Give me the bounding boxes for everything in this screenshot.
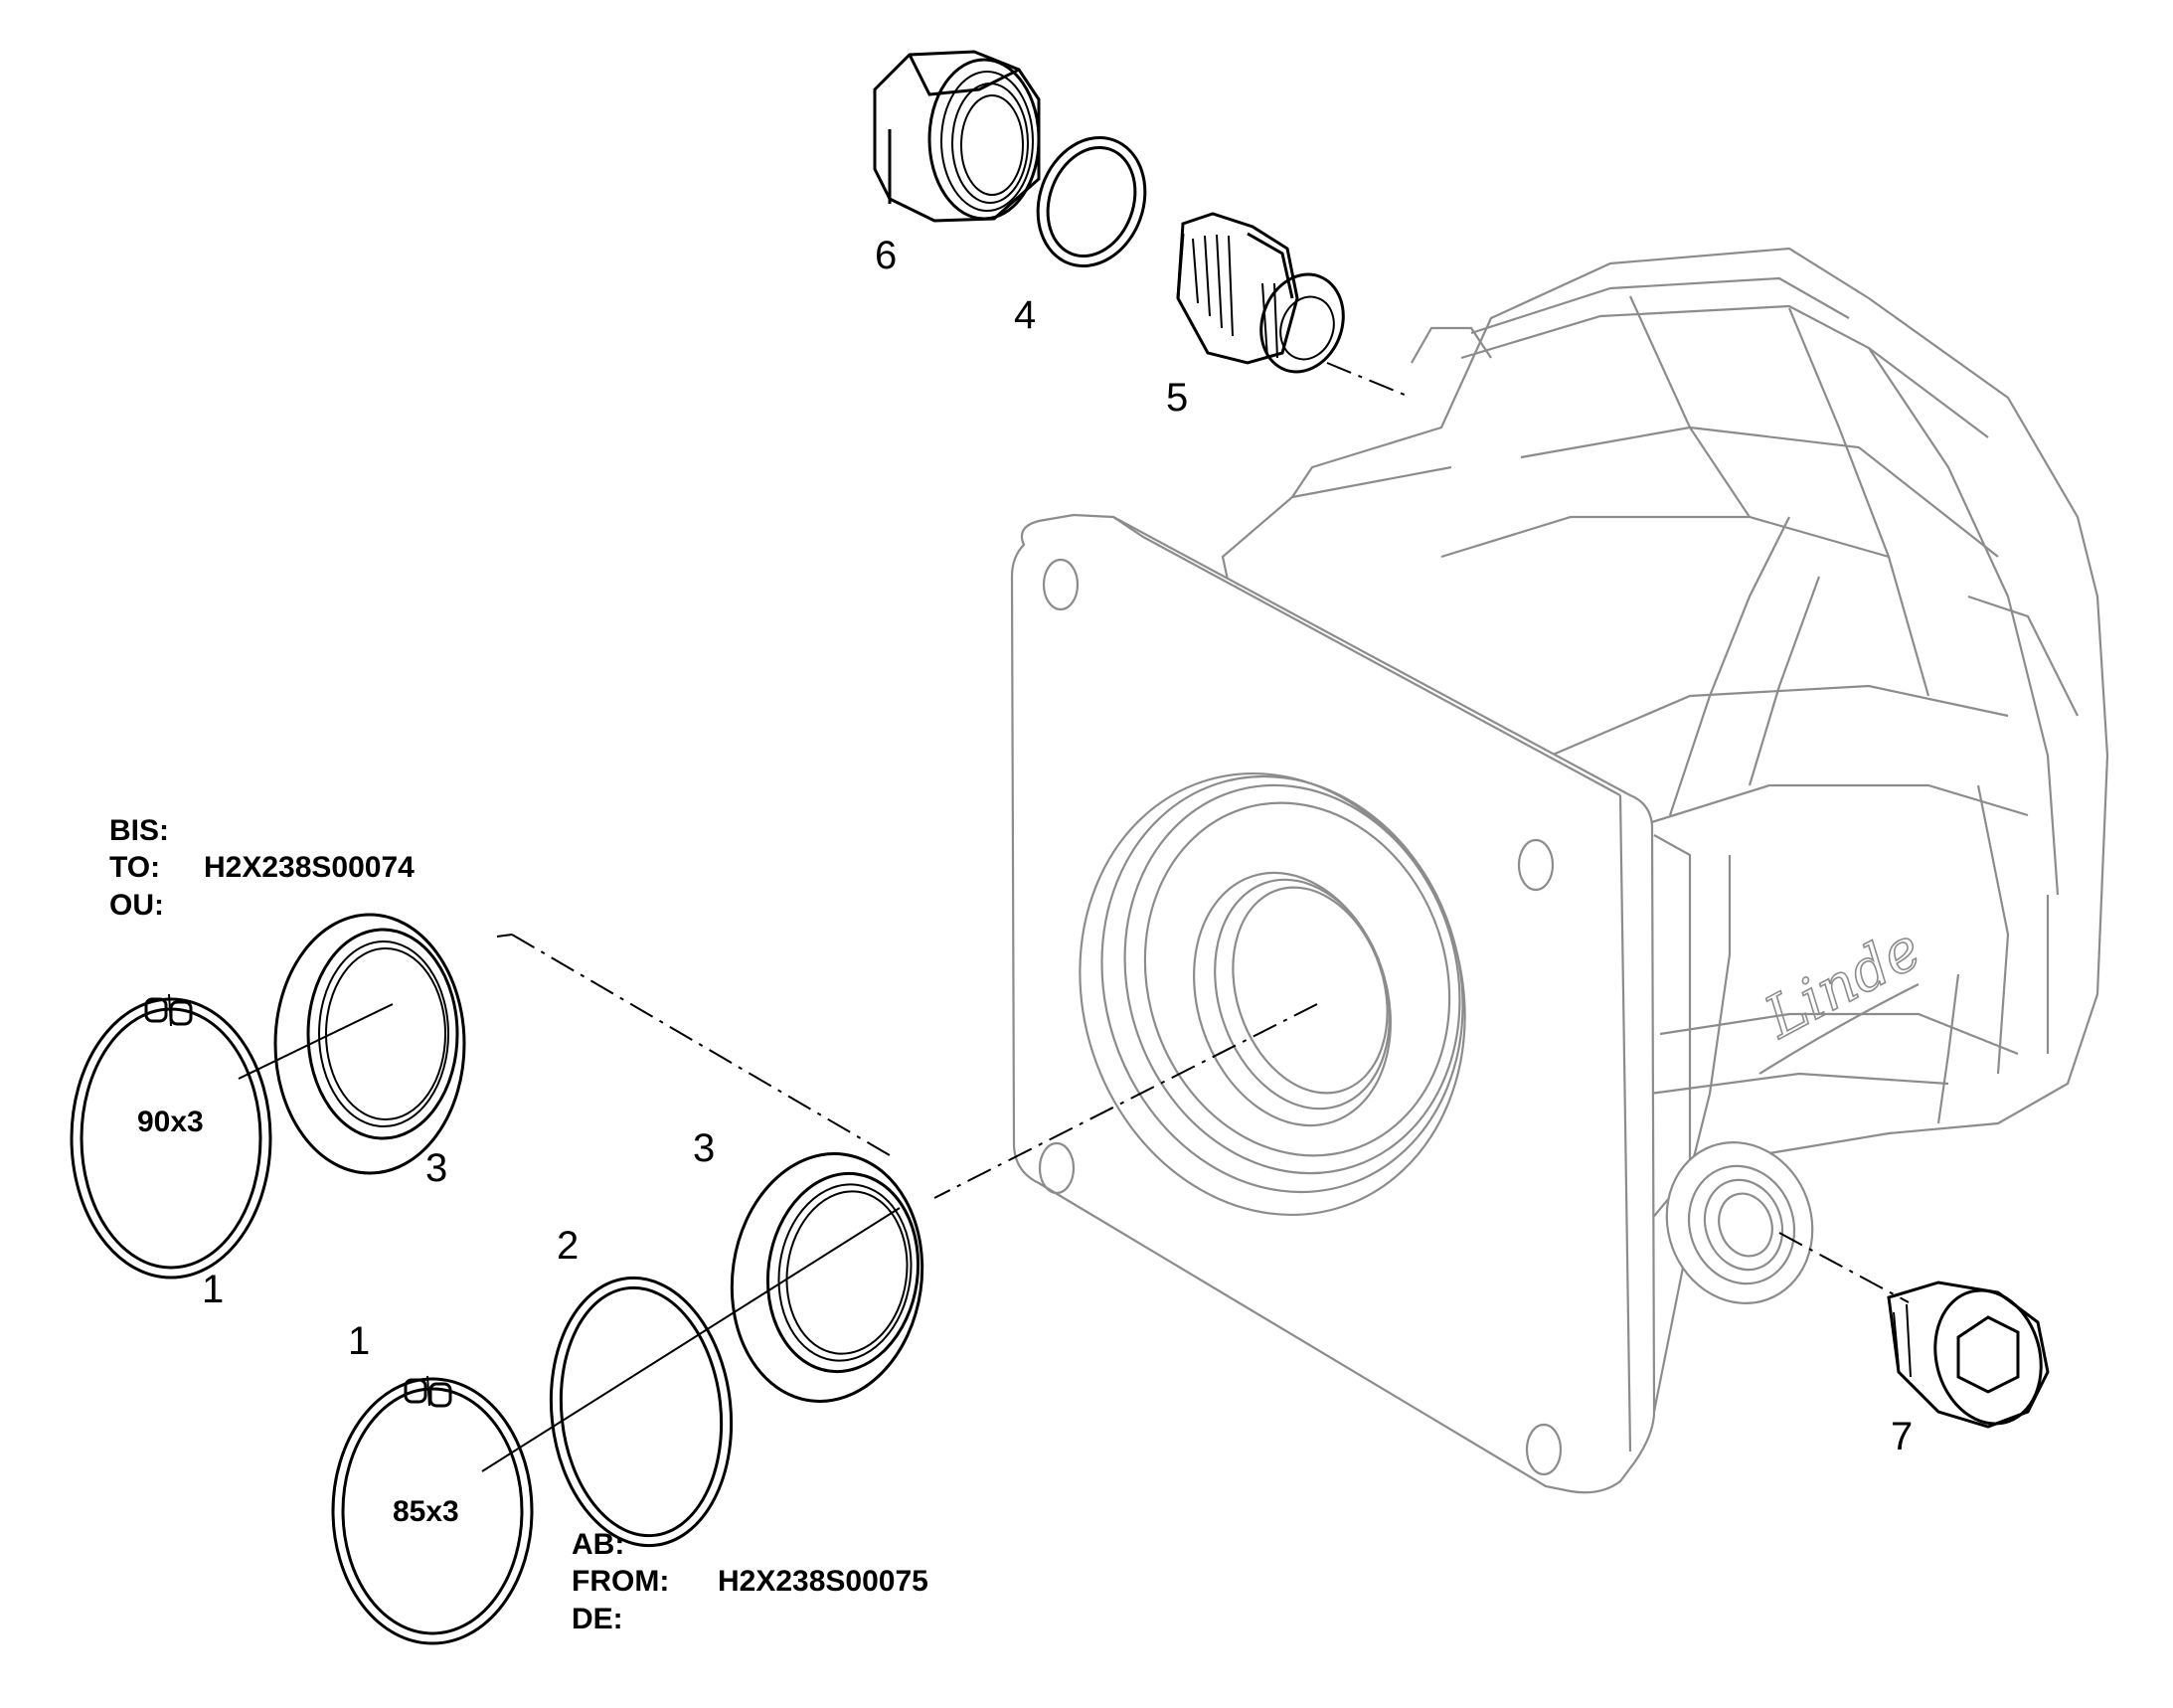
serial-note-upper: BIS: TO: H2X238S00074 OU: — [109, 814, 415, 922]
note-to: TO: — [109, 851, 160, 884]
callout-numbers: 6 4 5 3 3 1 2 1 7 — [202, 234, 1913, 1458]
center-lines — [496, 362, 1910, 1303]
callout-1-upper: 1 — [202, 1268, 224, 1311]
ring-size-lower: 85x3 — [393, 1495, 459, 1528]
note-ab: AB: — [572, 1528, 624, 1561]
note-to-value: H2X238S00074 — [204, 851, 415, 884]
note-bis: BIS: — [109, 814, 169, 847]
part-6-union-nut — [873, 50, 1041, 223]
part-5-straight-fitting — [1176, 212, 1345, 374]
note-de: DE: — [572, 1603, 623, 1635]
ring-size-upper: 90x3 — [137, 1106, 204, 1138]
note-from-value: H2X238S00075 — [718, 1565, 928, 1598]
upper-ring-set — [70, 913, 466, 1280]
callout-7: 7 — [1891, 1415, 1913, 1458]
callout-1-lower: 1 — [348, 1319, 370, 1363]
callout-4: 4 — [1014, 293, 1036, 337]
callout-3-upper: 3 — [425, 1146, 447, 1190]
callout-3-lower: 3 — [693, 1126, 715, 1170]
part-4-o-ring — [1036, 135, 1147, 268]
part-3-shaft-seal-upper — [273, 913, 466, 1175]
callout-6: 6 — [875, 234, 897, 277]
note-from: FROM: — [572, 1565, 669, 1598]
pump-housing: Linde — [1010, 247, 2109, 1494]
callout-5: 5 — [1166, 376, 1188, 420]
note-ou: OU: — [109, 889, 164, 922]
part-2-o-ring — [549, 1276, 734, 1548]
serial-note-lower: AB: FROM: H2X238S00075 DE: — [572, 1528, 928, 1635]
part-1-circlip-lower — [331, 1375, 534, 1645]
part-3-shaft-seal-lower — [730, 1152, 924, 1403]
callout-2: 2 — [557, 1224, 579, 1268]
lower-ring-set — [331, 1152, 924, 1645]
part-1-circlip-upper — [70, 993, 272, 1280]
part-7-plug — [1887, 1281, 2050, 1429]
